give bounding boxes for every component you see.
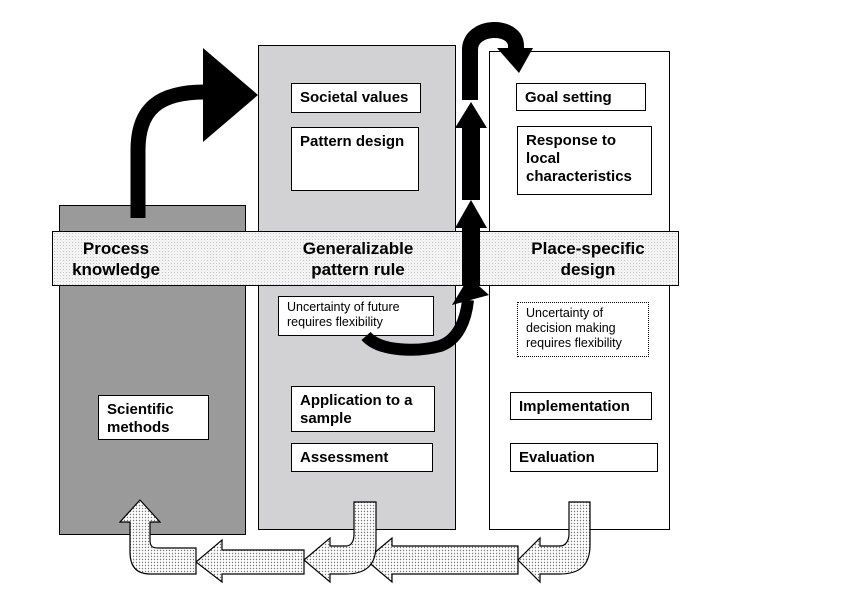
evaluation-box: Evaluation [510,443,658,472]
scientific-methods-box: Scientific methods [98,395,209,440]
uncertainty-decision-box: Uncertainty of decision making requires … [517,302,649,357]
uncertainty-future-box: Uncertainty of future requires flexibili… [278,296,434,336]
pattern-rule-label: Generalizable pattern rule [302,239,414,279]
flexibility-curve-arrow [361,277,489,356]
feedback-loop-arrows [118,499,591,584]
upward-arrows [455,102,487,286]
goal-setting-box: Goal setting [516,83,646,111]
pattern-design-box: Pattern design [291,127,419,191]
societal-values-box: Societal values [291,83,421,113]
application-sample-box: Application to a sample [291,386,435,432]
process-knowledge-label: Process knowledge [72,239,160,279]
column-header-band [52,231,679,286]
assessment-box: Assessment [291,443,433,472]
knowledge-to-values-arrow [130,48,258,218]
implementation-box: Implementation [510,392,652,420]
response-local-box: Response to local characteristics [517,126,652,195]
u-turn-goal-arrow [462,22,533,100]
place-specific-label: Place-specific design [531,239,645,279]
